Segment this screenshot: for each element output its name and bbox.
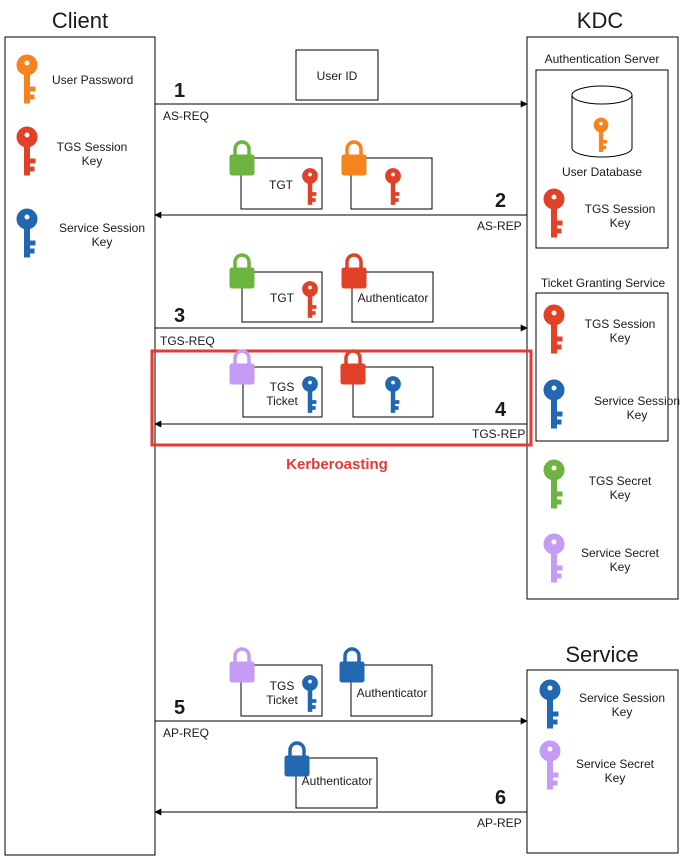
label-line: TGS Session (57, 140, 128, 154)
label-line: Key (82, 154, 103, 168)
label-line: Service Session (579, 691, 665, 705)
msg5-purple-lock-icon (228, 647, 256, 684)
user-database-label: User Database (562, 165, 642, 179)
label-line: Service Session (59, 221, 145, 235)
client-key-1-label: User Password (52, 73, 133, 87)
step-1-name: AS-REQ (163, 109, 209, 123)
kerberoasting-highlight-box (150, 349, 533, 447)
label-line: TGS Session (585, 202, 656, 216)
kerberoasting-label: Kerberoasting (286, 456, 388, 473)
label-line: TGS Session (585, 317, 656, 331)
step-3-number: 3 (174, 305, 185, 327)
msg2-tgt-label: TGT (269, 178, 294, 192)
msg3-auth-label: Authenticator (358, 291, 429, 305)
label-line: Ticket (266, 394, 298, 408)
step-3-name: TGS-REQ (160, 334, 215, 348)
label-line: Ticket (266, 693, 298, 707)
step-4-name: TGS-REP (472, 427, 525, 441)
step-6-name: AP-REP (477, 816, 522, 830)
msg-user-id-label: User ID (317, 69, 358, 83)
msg6-auth-label: Authenticator (302, 774, 373, 788)
label-line: Key (610, 216, 631, 230)
msg5-auth-label: Authenticator (357, 686, 428, 700)
step-2-number: 2 (495, 190, 506, 212)
msg-user-id-box (295, 49, 379, 101)
step-5-name: AP-REQ (163, 726, 209, 740)
msg3-tgt-label: TGT (270, 291, 295, 305)
step-5-number: 5 (174, 697, 185, 719)
label-line: Key (610, 488, 631, 502)
label-line: Service Secret (576, 757, 655, 771)
label-line: Service Session (594, 394, 680, 408)
msg6-blue-lock-icon (283, 741, 311, 778)
label-line: Key (610, 560, 631, 574)
auth-server-title: Authentication Server (545, 52, 660, 66)
tgs-title: Ticket Granting Service (541, 276, 666, 290)
msg3-red-lock-icon (340, 253, 368, 290)
label-line: TGS (270, 679, 295, 693)
label-line: TGS Secret (589, 474, 652, 488)
msg4-purple-lock-icon (228, 349, 256, 386)
msg3-tgt-green-lock-icon (228, 253, 256, 290)
step-1-number: 1 (174, 80, 185, 102)
msg2-orange-lock-icon (340, 140, 368, 177)
label-line: TGS (270, 380, 295, 394)
label-line: Service Secret (581, 546, 660, 560)
msg4-red-lock-icon (339, 349, 367, 386)
step-4-number: 4 (495, 399, 507, 421)
msg5-blue-lock-icon (338, 647, 366, 684)
label-line: Key (627, 408, 648, 422)
label-line: Key (92, 235, 113, 249)
label-line: Key (610, 331, 631, 345)
label-line: Key (605, 771, 626, 785)
step-6-number: 6 (495, 787, 506, 809)
step-2-name: AS-REP (477, 219, 522, 233)
client-title: Client (52, 8, 108, 33)
label-line: Key (612, 705, 633, 719)
msg2-tgt-green-lock-icon (228, 140, 256, 177)
service-title: Service (565, 642, 638, 667)
kdc-title: KDC (577, 8, 624, 33)
